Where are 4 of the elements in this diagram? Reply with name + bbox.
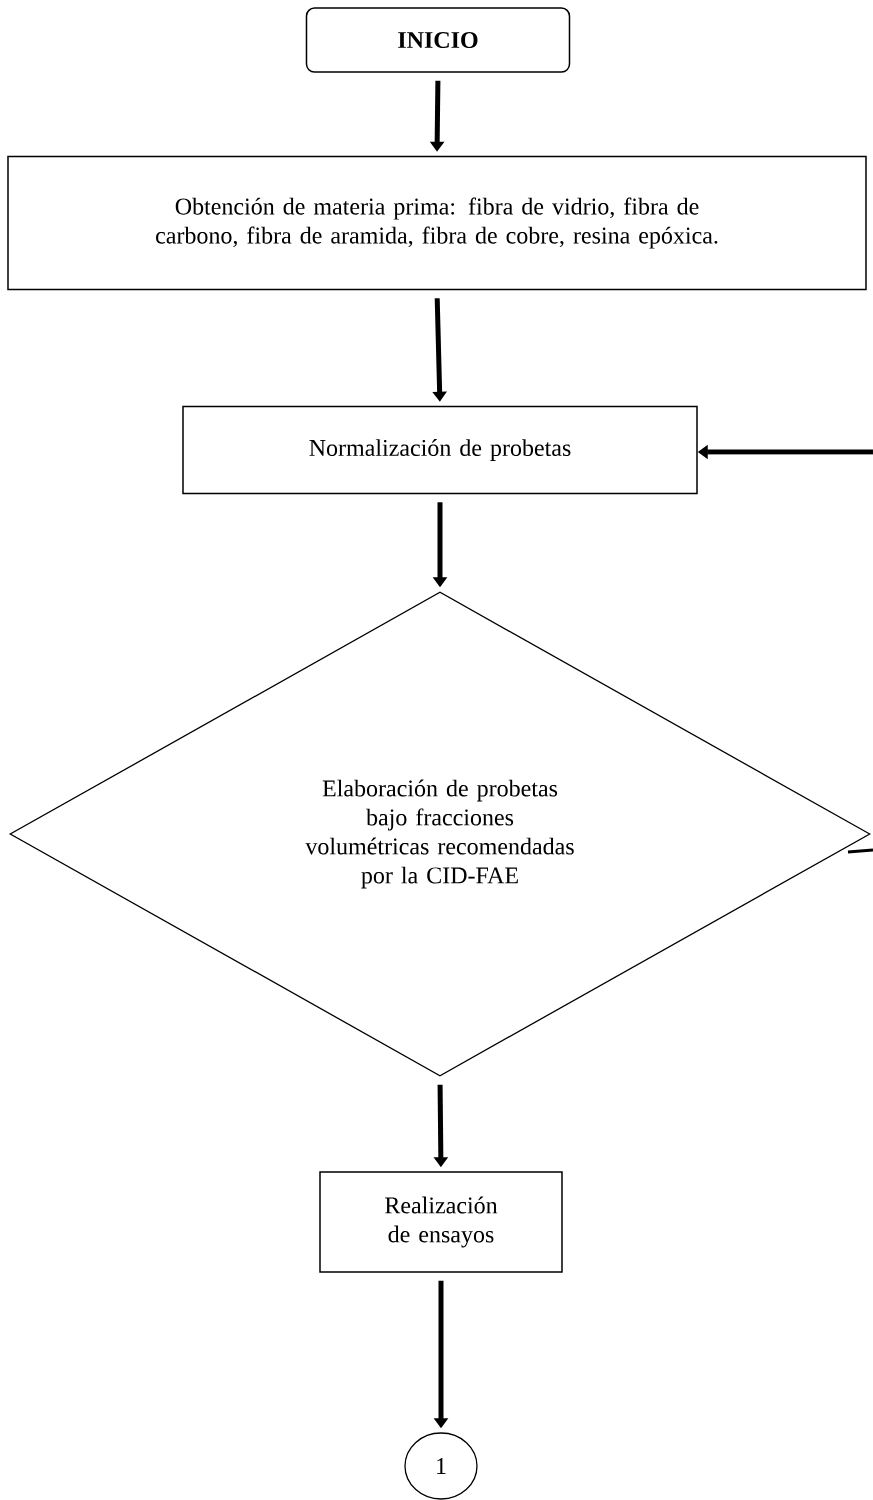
- start-box: INICIO: [305, 7, 571, 73]
- process-box: Normalización de probetas: [182, 405, 698, 495]
- process-box: Realización de ensayos: [319, 1171, 563, 1273]
- process-box: Obtención de materia prima: fibra de vidrio, fibra de carbono, fibra de aramida, fibra de cobre, resina epóxica.: [7, 155, 867, 291]
